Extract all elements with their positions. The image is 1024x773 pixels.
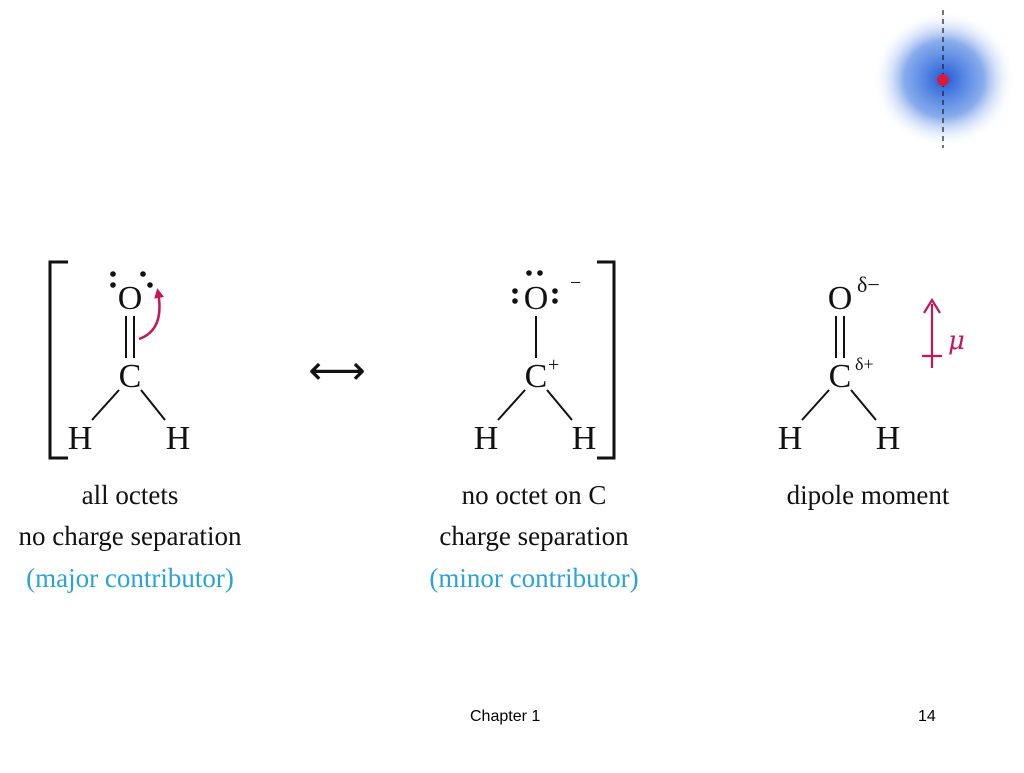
oxygen-negative-charge: − (570, 272, 581, 294)
left-contributor-label: (major contributor) (26, 563, 234, 593)
middle-hydrogen-1: H (474, 420, 499, 457)
lone-pair-dot (147, 282, 153, 288)
right-bracket (597, 260, 616, 460)
ch-bond-right (546, 389, 573, 421)
lone-pair-dot (512, 298, 518, 304)
ch-bond-right (850, 389, 877, 421)
ch-bond-right (140, 389, 166, 421)
lone-pair-dot (526, 270, 532, 276)
carbon-positive-charge: + (548, 354, 559, 376)
middle-caption-line2: charge separation (439, 521, 629, 551)
structure-middle: O − C + H H (474, 270, 597, 457)
lone-pair-dot (110, 271, 116, 277)
right-caption-line1: dipole moment (787, 480, 950, 510)
middle-carbon: C (525, 358, 548, 395)
structure-right: O δ− C δ+ H H μ (778, 272, 965, 457)
left-carbon: C (119, 358, 142, 395)
right-hydrogen-2: H (876, 420, 901, 457)
lone-pair-dot (110, 282, 116, 288)
middle-hydrogen-2: H (572, 420, 597, 457)
ch-bond-left (801, 389, 830, 421)
dipole-arrow-icon (922, 297, 942, 368)
middle-oxygen: O (524, 280, 549, 317)
page-number: 14 (918, 708, 936, 725)
left-hydrogen-2: H (166, 420, 191, 457)
lone-pair-dot (552, 298, 558, 304)
footer-chapter: Chapter 1 (470, 708, 541, 725)
lone-pair-dot (512, 288, 518, 294)
right-oxygen: O (828, 280, 853, 317)
ch-bond-left (497, 389, 526, 421)
right-carbon: C (829, 358, 852, 395)
left-hydrogen-1: H (68, 420, 93, 457)
middle-caption-line1: no octet on C (462, 480, 607, 510)
lone-pair-dot (537, 270, 543, 276)
right-hydrogen-1: H (778, 420, 803, 457)
orbital-graphic (872, 10, 1016, 148)
lone-pair-dot (552, 288, 558, 294)
nucleus-dot (937, 74, 949, 86)
middle-contributor-label: (minor contributor) (429, 563, 638, 593)
dipole-symbol-mu: μ (948, 326, 965, 356)
structure-left: O C H H (68, 271, 191, 457)
resonance-arrow-icon: ⟷ (308, 348, 365, 394)
left-caption-line2: no charge separation (19, 521, 242, 551)
oxygen-partial-negative: δ− (857, 272, 880, 297)
lone-pair-dot (140, 271, 146, 277)
left-caption-line1: all octets (82, 480, 179, 510)
ch-bond-left (91, 389, 120, 421)
left-bracket (48, 260, 68, 460)
left-oxygen: O (118, 280, 143, 317)
curved-arrow-icon (138, 288, 165, 341)
carbon-partial-positive: δ+ (855, 354, 874, 374)
